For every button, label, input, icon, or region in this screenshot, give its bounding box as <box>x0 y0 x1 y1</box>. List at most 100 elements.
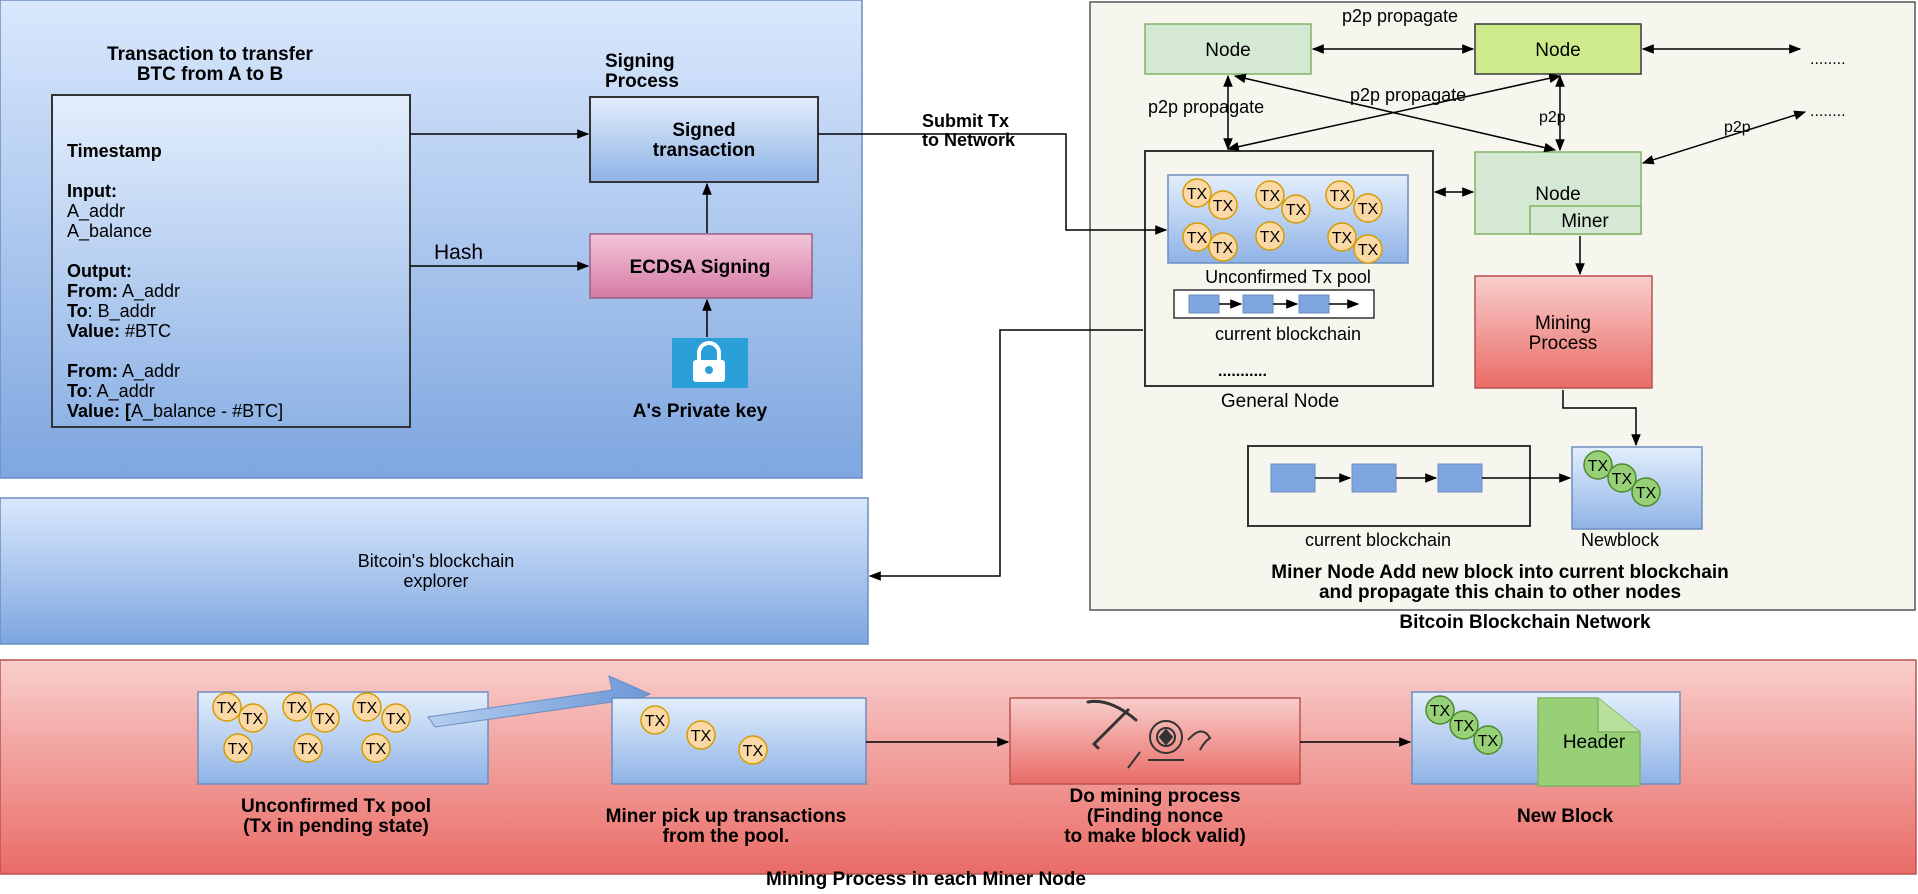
input-addr: A_addr <box>67 201 125 222</box>
tx-coin: TX <box>1281 194 1311 224</box>
p2p-top-label: p2p propagate <box>1342 6 1458 26</box>
miner-label: Miner <box>1561 211 1609 232</box>
tx-coin-label: TX <box>386 711 407 728</box>
submit-line2: to Network <box>922 130 1016 150</box>
general-dots: ........... <box>1218 363 1267 380</box>
mining-process-line2: Process <box>1529 333 1598 354</box>
mining-process-box <box>1474 275 1653 389</box>
output1-to: To: B_addr <box>67 301 156 322</box>
output2-to: To: A_addr <box>67 381 155 402</box>
output-label: Output: <box>67 261 132 281</box>
tx-coin: TX <box>1353 234 1383 264</box>
tx-coin-label: TX <box>1213 240 1234 257</box>
tx-coin-label: TX <box>645 713 666 730</box>
tx-coin: TX <box>212 692 242 722</box>
output1-value: Value: #BTC <box>67 321 171 341</box>
coin-mining-icon <box>1127 720 1212 769</box>
network-title: Bitcoin Blockchain Network <box>1399 612 1651 633</box>
pool-label: Unconfirmed Tx pool <box>1205 267 1371 287</box>
tx-coin: TX <box>1353 193 1383 223</box>
explorer-line2: explorer <box>403 571 468 591</box>
p2p-mid-label: p2p <box>1539 109 1566 126</box>
tx-coin: TX <box>361 733 391 763</box>
chain2-block-3 <box>1437 463 1483 493</box>
chain-block-2 <box>1242 294 1274 314</box>
hash-label: Hash <box>434 241 483 264</box>
current-chain-label: current blockchain <box>1215 324 1361 344</box>
mining-title: Mining Process in each Miner Node <box>766 869 1086 889</box>
network-caption-line2: and propagate this chain to other nodes <box>1319 582 1681 603</box>
mining-pool-line1: Unconfirmed Tx pool <box>241 796 431 817</box>
tx-coin-label: TX <box>315 711 336 728</box>
miner-tag <box>1529 205 1642 235</box>
tx-coin-label: TX <box>1478 733 1499 750</box>
dots-2: ........ <box>1810 103 1846 120</box>
transaction-box <box>51 94 411 428</box>
tx-coin: TX <box>1607 463 1637 493</box>
general-node-label: General Node <box>1221 391 1339 412</box>
tx-coin: TX <box>1255 180 1285 210</box>
tx-coin: TX <box>1208 232 1238 262</box>
tx-coin: TX <box>1182 222 1212 252</box>
header-label: Header <box>1563 732 1626 753</box>
node-1 <box>1144 23 1312 75</box>
mining-pool-line2: (Tx in pending state) <box>243 816 429 837</box>
tx-coin: TX <box>1325 180 1355 210</box>
new-block-label: New Block <box>1517 806 1614 827</box>
tx-coin-label: TX <box>228 741 249 758</box>
tx-coin: TX <box>223 733 253 763</box>
tx-coin-label: TX <box>298 741 319 758</box>
pick-line2: from the pool. <box>663 826 790 847</box>
tx-coin-label: TX <box>1286 202 1307 219</box>
tx-coin-label: TX <box>1332 230 1353 247</box>
miner-node-label: Node <box>1535 184 1580 205</box>
tx-coin-label: TX <box>243 711 264 728</box>
node-2-label: Node <box>1535 40 1580 61</box>
node-1-label: Node <box>1205 40 1250 61</box>
tx-coin-label: TX <box>1636 485 1657 502</box>
do-mining-line1: Do mining process <box>1069 786 1240 807</box>
signing-process-line2: Process <box>605 71 679 92</box>
signed-line1: Signed <box>672 120 735 141</box>
signed-transaction-box <box>589 96 819 183</box>
tx-coin: TX <box>352 692 382 722</box>
newblock-label: Newblock <box>1581 530 1660 550</box>
tx-coin-label: TX <box>1358 242 1379 259</box>
tx-coin-label: TX <box>743 743 764 760</box>
explorer-line1: Bitcoin's blockchain <box>358 551 515 571</box>
tx-coin: TX <box>381 703 411 733</box>
tx-coin-label: TX <box>1260 229 1281 246</box>
tx-coin: TX <box>1208 190 1238 220</box>
current-chain-2-label: current blockchain <box>1305 530 1451 550</box>
dots-1: ........ <box>1810 51 1846 68</box>
tx-coin-label: TX <box>1588 458 1609 475</box>
p2p-left-label: p2p propagate <box>1148 97 1264 117</box>
pickaxe-icon <box>1086 699 1138 750</box>
chain2-block-2 <box>1351 463 1397 493</box>
tx-coin-label: TX <box>1260 188 1281 205</box>
pick-line1: Miner pick up transactions <box>606 806 847 827</box>
tx-coin-label: TX <box>1187 186 1208 203</box>
signed-line2: transaction <box>653 140 755 161</box>
tx-coin: TX <box>310 703 340 733</box>
do-mining-box <box>1009 697 1301 785</box>
output1-from: From: A_addr <box>67 281 180 302</box>
do-mining-line2: (Finding nonce <box>1087 806 1223 827</box>
tx-coin-label: TX <box>691 728 712 745</box>
input-balance: A_balance <box>67 221 152 242</box>
transaction-fields: Timestamp Input: A_addr A_balance Output… <box>67 141 283 422</box>
tx-coin: TX <box>1583 450 1613 480</box>
ecdsa-signing-box <box>589 233 813 299</box>
transaction-arrows <box>410 129 712 337</box>
tx-title-line1: Transaction to transfer <box>107 44 313 65</box>
signing-process-line1: Signing <box>605 51 675 72</box>
do-mining-line3: to make block valid) <box>1064 826 1246 847</box>
tx-coin: TX <box>238 703 268 733</box>
tx-coin-label: TX <box>1213 198 1234 215</box>
chain2-block-1 <box>1270 463 1316 493</box>
